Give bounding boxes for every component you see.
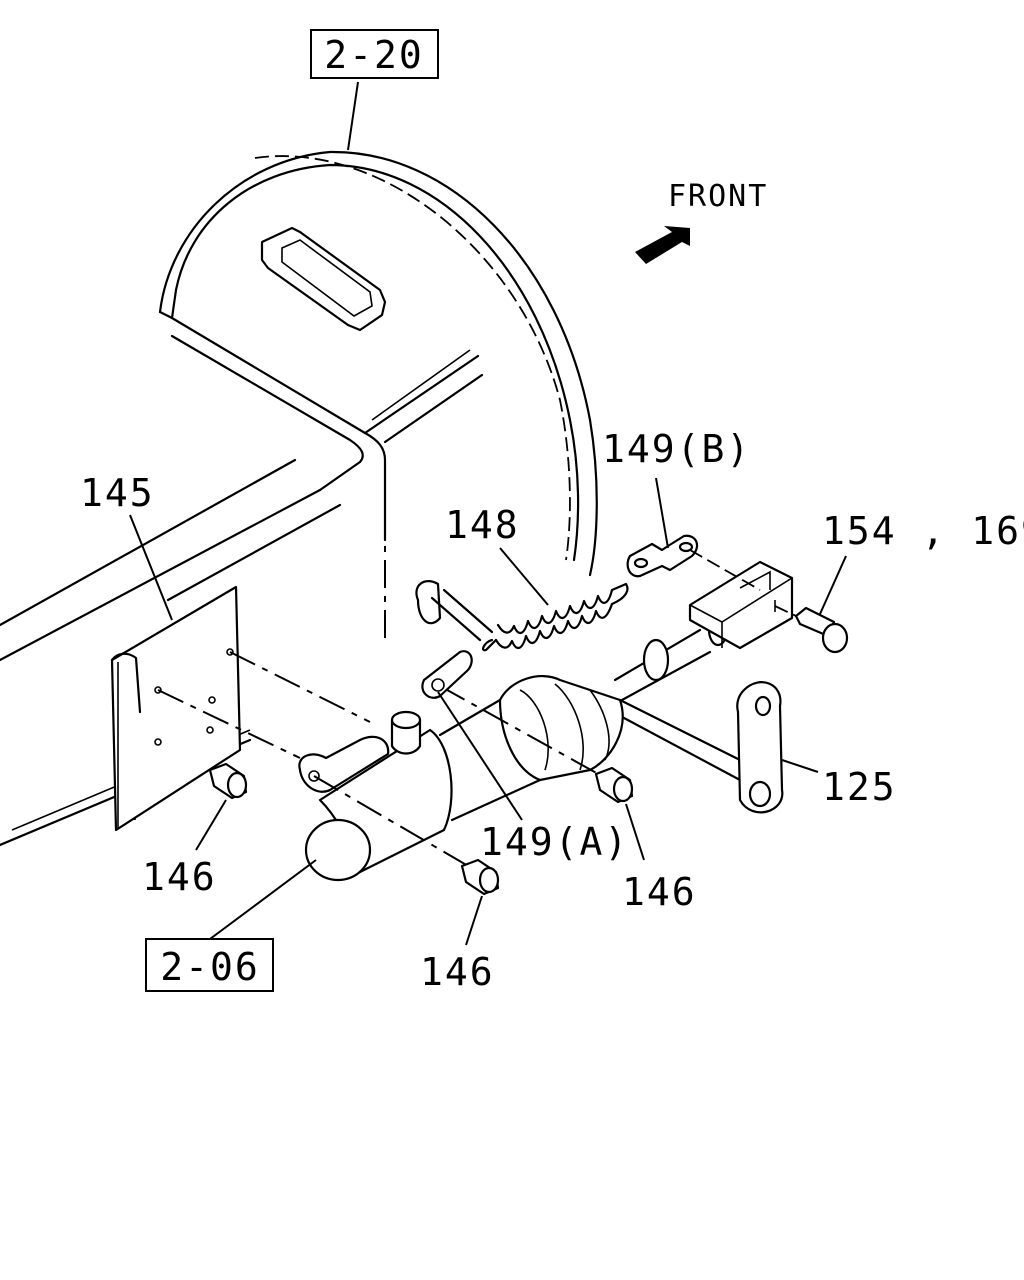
callout-149a: 149(A) [480,820,629,864]
bracket-145: 145 [80,471,371,832]
spring-148: 148 [415,503,629,652]
callout-125: 125 [822,765,897,809]
callout-146-left: 146 [142,855,217,899]
callout-148: 148 [445,503,520,547]
lever-125: 125 [618,681,897,814]
pin-154-169: 154 , 169 [774,509,1024,654]
callout-146-right: 146 [622,870,697,914]
bracket-149b: 149(B) [602,427,761,591]
front-arrow-icon [635,226,690,264]
ref-box-bottom[interactable]: 2-06 [145,859,317,992]
bolt-146-center: 146 [420,858,500,994]
callout-149b: 149(B) [602,427,751,471]
front-direction: FRONT [635,179,768,264]
bolt-146-right: 146 [594,766,697,914]
plate-149a: 149(A) [421,650,629,864]
callout-154-169: 154 , 169 [822,509,1024,553]
front-label: FRONT [668,179,768,214]
ref-box-top[interactable]: 2-20 [310,29,439,151]
callout-146-center: 146 [420,950,495,994]
bell-housing [0,150,598,847]
ref-label-top: 2-20 [324,33,424,77]
ref-label-bottom: 2-06 [160,945,260,989]
callout-145: 145 [80,471,155,515]
bolt-146-left: 146 [142,762,248,899]
cylinder-body [298,560,794,882]
